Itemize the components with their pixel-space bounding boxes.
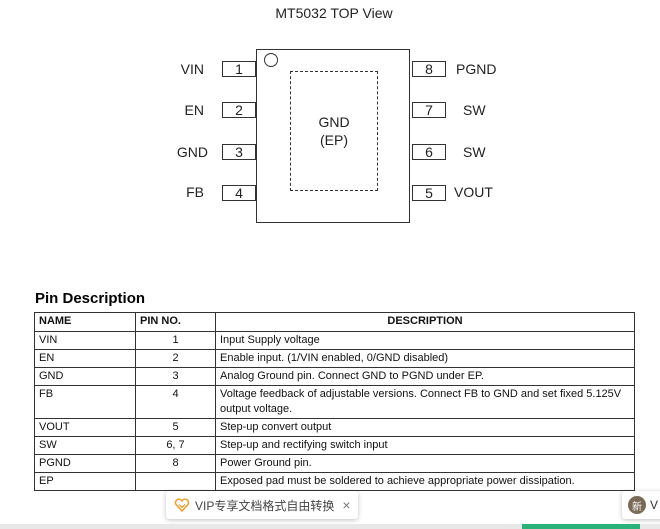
diagram-title: MT5032 TOP View (275, 5, 393, 21)
pin-label-right-5: VOUT (454, 184, 493, 200)
cell-desc: Input Supply voltage (215, 331, 635, 350)
pin-number-6: 6 (412, 144, 446, 160)
pin-label-left-2: EN (184, 102, 204, 118)
cell-pin: 6, 7 (135, 436, 216, 455)
cell-name: GND (34, 367, 136, 386)
vip-heart-icon (174, 498, 190, 513)
new-badge-icon: 新 (628, 496, 646, 514)
cell-desc: Exposed pad must be soldered to achieve … (215, 472, 635, 491)
cell-desc: Power Ground pin. (215, 454, 635, 473)
header-description: DESCRIPTION (215, 312, 635, 332)
ep-label-line2: (EP) (320, 132, 348, 148)
bottom-scroll-strip (0, 524, 660, 529)
pin1-marker-icon (264, 53, 278, 67)
table-header-row: NAME PIN NO. DESCRIPTION (34, 312, 635, 332)
pin-label-right-6: SW (463, 144, 486, 160)
cell-name: SW (34, 436, 136, 455)
table-row: VOUT 5 Step-up convert output (34, 418, 635, 437)
chip-package (256, 49, 410, 223)
pin-number-1: 1 (222, 61, 256, 77)
table-row: FB 4 Voltage feedback of adjustable vers… (34, 385, 635, 419)
pin-description-table: NAME PIN NO. DESCRIPTION VIN 1 Input Sup… (34, 312, 635, 491)
new-badge-text: V (650, 498, 659, 512)
exposed-pad-outline (290, 71, 378, 191)
ep-label-line1: GND (318, 114, 350, 130)
cell-name: EP (34, 472, 136, 491)
pin-number-4: 4 (222, 185, 256, 201)
pin-label-left-4: FB (186, 184, 204, 200)
pin-number-5: 5 (412, 185, 446, 201)
table-row: PGND 8 Power Ground pin. (34, 454, 635, 473)
vip-convert-banner[interactable]: VIP专享文档格式自由转换 × (166, 491, 358, 519)
header-pin-no: PIN NO. (135, 312, 216, 332)
cell-name: FB (34, 385, 136, 419)
table-row: VIN 1 Input Supply voltage (34, 331, 635, 350)
cell-desc: Step-up convert output (215, 418, 635, 437)
pin-number-2: 2 (222, 102, 256, 118)
table-row: EP Exposed pad must be soldered to achie… (34, 472, 635, 491)
vip-banner-text: VIP专享文档格式自由转换 (195, 498, 335, 513)
cell-name: VIN (34, 331, 136, 350)
cell-desc: Enable input. (1/VIN enabled, 0/GND disa… (215, 349, 635, 368)
cell-pin: 1 (135, 331, 216, 350)
cell-pin: 3 (135, 367, 216, 386)
pin-label-left-3: GND (176, 144, 208, 160)
cell-desc: Analog Ground pin. Connect GND to PGND u… (215, 367, 635, 386)
cell-name: EN (34, 349, 136, 368)
pin-number-8: 8 (412, 61, 446, 77)
bottom-action-bar[interactable] (522, 524, 640, 529)
cell-name: VOUT (34, 418, 136, 437)
pin-number-7: 7 (412, 102, 446, 118)
cell-pin: 8 (135, 454, 216, 473)
exposed-pad-label: GND (EP) (290, 113, 378, 149)
close-icon[interactable]: × (342, 497, 351, 513)
cell-desc: Step-up and rectifying switch input (215, 436, 635, 455)
table-row: SW 6, 7 Step-up and rectifying switch in… (34, 436, 635, 455)
pin-label-left-1: VIN (180, 61, 204, 77)
table-row: GND 3 Analog Ground pin. Connect GND to … (34, 367, 635, 386)
cell-pin (135, 472, 216, 491)
table-row: EN 2 Enable input. (1/VIN enabled, 0/GND… (34, 349, 635, 368)
new-feature-button[interactable]: 新 V (622, 491, 660, 519)
cell-desc: Voltage feedback of adjustable versions.… (215, 385, 635, 419)
cell-pin: 2 (135, 349, 216, 368)
cell-pin: 4 (135, 385, 216, 419)
header-name: NAME (34, 312, 136, 332)
pin-label-right-7: SW (463, 102, 486, 118)
pin-label-right-8: PGND (456, 61, 497, 77)
cell-pin: 5 (135, 418, 216, 437)
cell-name: PGND (34, 454, 136, 473)
pin-description-heading: Pin Description (35, 290, 146, 307)
pin-number-3: 3 (222, 144, 256, 160)
